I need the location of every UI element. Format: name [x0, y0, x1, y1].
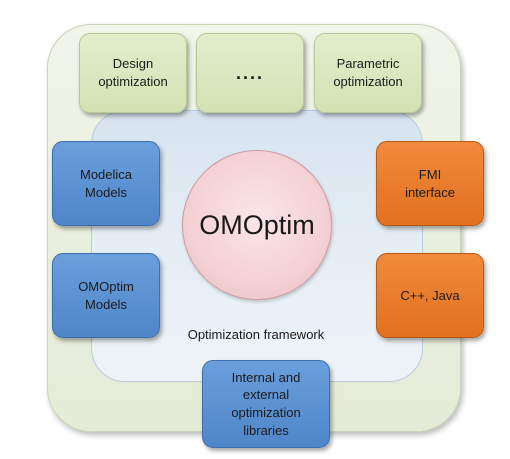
fmi-interface-line-2: interface [405, 184, 455, 200]
design-optimization-line-1: Design [112, 56, 154, 72]
cpp-java-box: C++, Java [376, 253, 484, 338]
optimization-libraries-box: Internal and external optimization libra… [202, 360, 330, 448]
modelica-models-line-1: Modelica [79, 166, 133, 182]
more-optimizations-box: .... [196, 33, 304, 113]
parametric-optimization-box: Parametric optimization [314, 33, 422, 113]
parametric-optimization-line-2: optimization [333, 74, 403, 89]
modelica-models-box: Modelica Models [52, 141, 160, 226]
design-optimization-line-2: optimization [98, 74, 168, 89]
modelica-models-line-2: Models [85, 184, 127, 200]
optimization-framework-label: Optimization framework [187, 327, 325, 342]
optimization-libraries-line-3: optimization [231, 405, 301, 420]
parametric-optimization-line-1: Parametric [336, 56, 400, 72]
optimization-libraries-line-4: libraries [243, 422, 289, 438]
fmi-interface-box: FMI interface [376, 141, 484, 226]
fmi-interface-line-1: FMI [418, 166, 442, 182]
omoptim-core-label: OMOptim [199, 209, 315, 240]
cpp-java-label: C++, Java [400, 287, 460, 303]
omoptim-core-circle: OMOptim [182, 150, 332, 300]
optimization-libraries-line-2: external [242, 387, 290, 403]
omoptim-models-box: OMOptim Models [52, 253, 160, 338]
ellipsis-label: .... [235, 62, 264, 83]
omoptim-models-line-1: OMOptim [78, 278, 134, 294]
omoptim-models-line-2: Models [85, 296, 127, 312]
optimization-libraries-line-1: Internal and [231, 369, 301, 385]
design-optimization-box: Design optimization [79, 33, 187, 113]
